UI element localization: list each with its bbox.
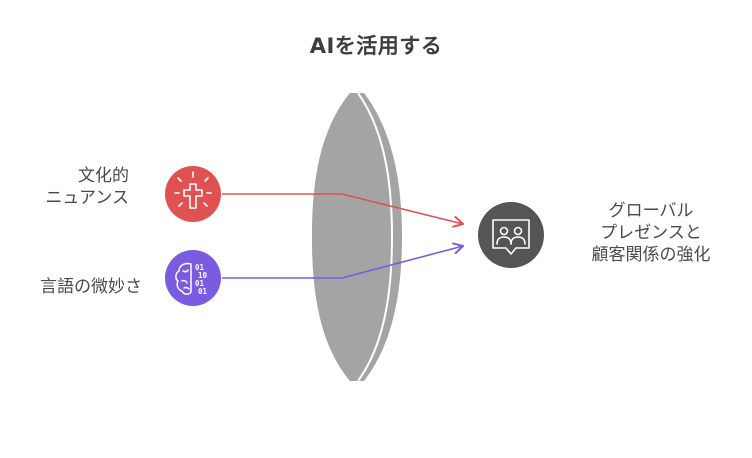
input-label-line: 文化的	[78, 166, 129, 186]
output-label-line: 顧客関係の強化	[591, 245, 711, 265]
input-label-language-subtlety: 言語の微妙さ	[40, 276, 142, 298]
input-label-line: 言語の微妙さ	[40, 277, 142, 297]
svg-text:10: 10	[198, 271, 208, 280]
input-label-line: ニュアンス	[45, 188, 129, 208]
svg-text:01: 01	[198, 287, 208, 296]
connector-arrow-language	[222, 242, 464, 279]
brain-binary-icon: 01 10 01 01	[165, 250, 221, 306]
diagram-title: AIを活用する	[309, 34, 443, 58]
connector-arrow-cultural	[222, 193, 464, 228]
output-label-line: プレゼンスと	[600, 223, 702, 243]
community-chat-icon	[478, 202, 544, 268]
svg-text:01: 01	[195, 263, 205, 272]
lens-shape	[312, 92, 402, 382]
output-label-global-presence: グローバル プレゼンスと 顧客関係の強化	[576, 200, 726, 266]
cross-rays-icon	[165, 166, 221, 222]
output-label-line: グローバル	[608, 201, 694, 221]
svg-text:01: 01	[195, 279, 205, 288]
input-label-cultural-nuance: 文化的 ニュアンス	[45, 165, 129, 209]
